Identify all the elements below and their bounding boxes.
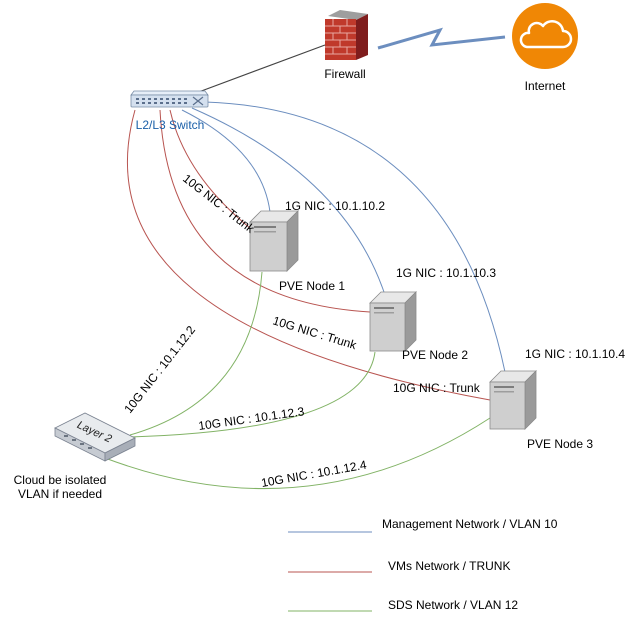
mgmt-label-node3: 1G NIC : 10.1.10.4 bbox=[525, 347, 625, 361]
mgmt-link-node2 bbox=[191, 107, 386, 296]
trunk-link-node1 bbox=[169, 109, 251, 229]
trunk-label-node2: 10G NIC : Trunk bbox=[271, 313, 359, 352]
firewall-label: Firewall bbox=[324, 67, 365, 81]
firewall-icon bbox=[325, 10, 368, 60]
legend-label-sds: SDS Network / VLAN 12 bbox=[388, 598, 518, 612]
legend-label-vms: VMs Network / TRUNK bbox=[388, 559, 510, 573]
switch-icon bbox=[130, 90, 209, 108]
switch-label: L2/L3 Switch bbox=[136, 118, 205, 132]
mgmt-link-node3 bbox=[204, 101, 506, 373]
node2-label: PVE Node 2 bbox=[402, 348, 468, 362]
sds-link-node3 bbox=[104, 417, 491, 490]
trunk-link-node3 bbox=[126, 109, 491, 401]
server-icon-node3 bbox=[489, 370, 537, 430]
internet-label: Internet bbox=[525, 79, 566, 93]
server-icon-node2 bbox=[369, 291, 417, 352]
layer2-switch-icon bbox=[54, 412, 136, 462]
mgmt-label-node2: 1G NIC : 10.1.10.3 bbox=[396, 266, 496, 280]
trunk-label-node1: 10G NIC : Trunk bbox=[180, 171, 258, 236]
mgmt-label-node1: 1G NIC : 10.1.10.2 bbox=[285, 199, 385, 213]
link-firewall-internet bbox=[377, 27, 506, 50]
sds-label-node1: 10G NIC : 10.1.12.2 bbox=[121, 323, 198, 416]
mgmt-link-node1 bbox=[181, 109, 271, 213]
node3-label: PVE Node 3 bbox=[527, 437, 593, 451]
trunk-label-node3: 10G NIC : Trunk bbox=[393, 381, 481, 395]
trunk-link-node2 bbox=[159, 109, 371, 313]
legend: Management Network / VLAN 10 VMs Network… bbox=[288, 517, 558, 612]
server-icon-node1 bbox=[249, 210, 299, 272]
cloud-note-line1: Cloud be isolated bbox=[14, 473, 107, 487]
cloud-note-line2: VLAN if needed bbox=[18, 487, 102, 501]
legend-label-management: Management Network / VLAN 10 bbox=[382, 517, 558, 531]
link-switch-firewall bbox=[195, 44, 326, 94]
sds-link-node1 bbox=[129, 271, 263, 436]
sds-link-node2 bbox=[129, 351, 376, 438]
cloud-icon bbox=[512, 3, 578, 69]
node1-label: PVE Node 1 bbox=[279, 279, 345, 293]
sds-label-node2: 10G NIC : 10.1.12.3 bbox=[197, 404, 305, 433]
